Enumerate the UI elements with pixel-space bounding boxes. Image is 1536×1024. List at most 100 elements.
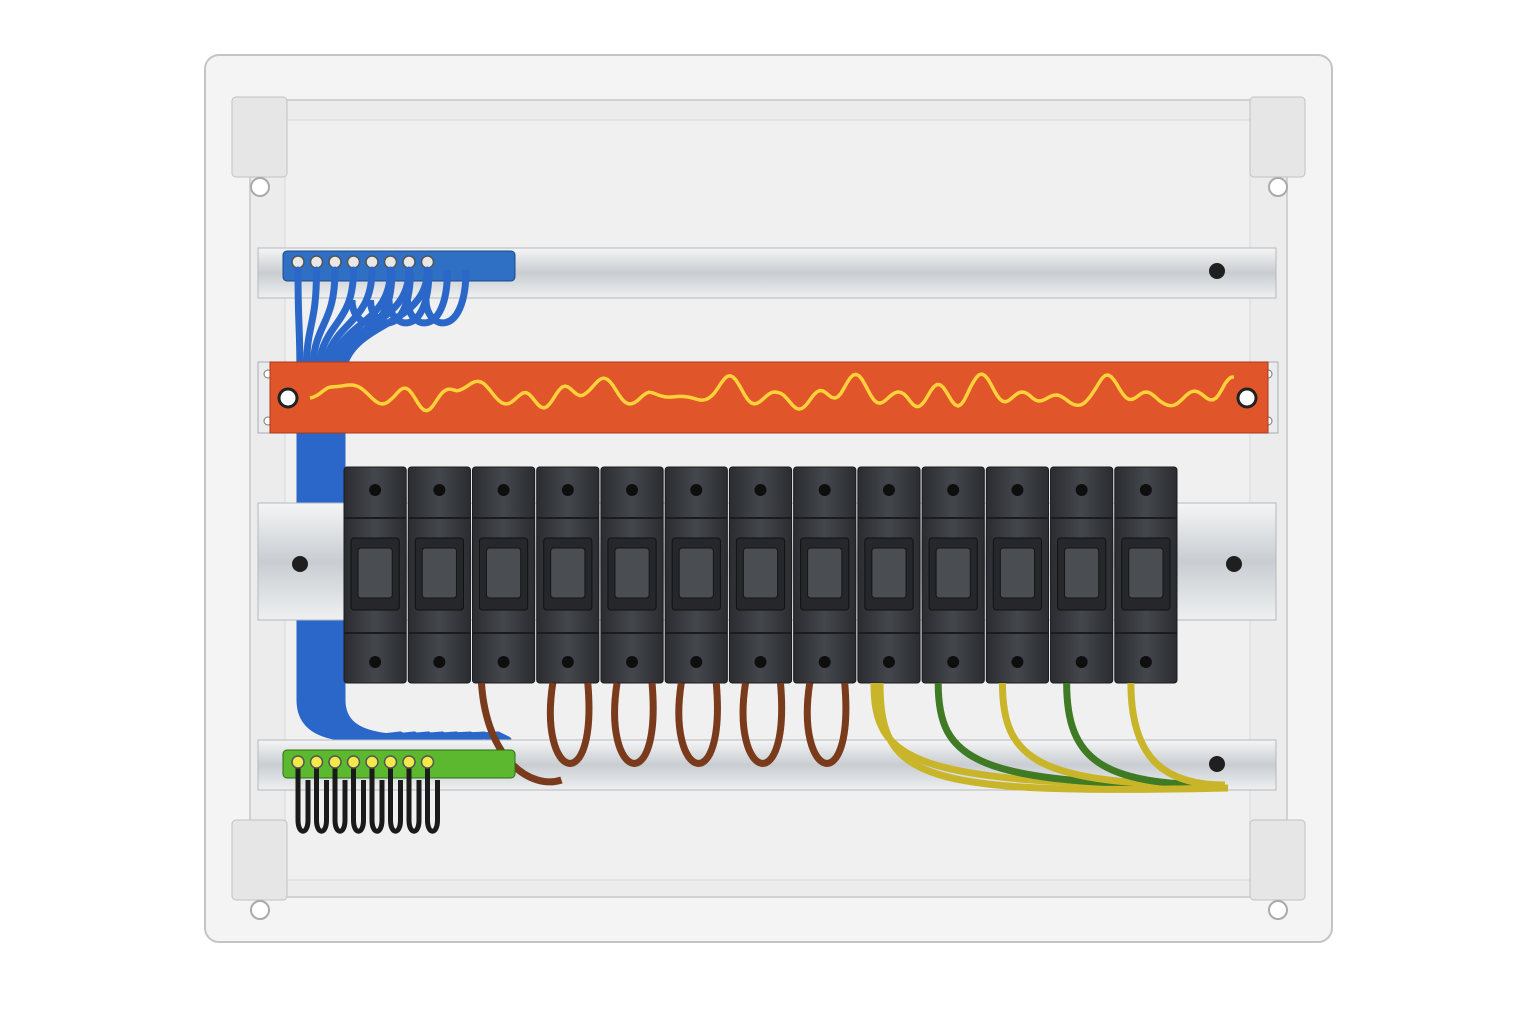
earth-terminal-screw: [309, 755, 324, 769]
breaker-toggle[interactable]: [999, 547, 1036, 599]
neutral-terminal-screw: [365, 255, 379, 269]
breakers: [343, 466, 1178, 684]
mounting-hole: [250, 900, 270, 920]
terminal-screw-top: [1139, 484, 1152, 496]
rail-screw: [1209, 263, 1225, 279]
circuit-breaker[interactable]: [985, 466, 1050, 684]
rail-screw: [1209, 756, 1225, 772]
neutral-wire-loop: [348, 269, 396, 327]
earth-terminal-screw: [383, 755, 398, 769]
breaker-toggle[interactable]: [614, 547, 650, 599]
din-rail-screw-right: [1226, 556, 1242, 572]
earth-wire: [1127, 682, 1226, 789]
breaker-toggle[interactable]: [1064, 547, 1100, 599]
circuit-breaker[interactable]: [664, 466, 728, 684]
phase-wire: [675, 682, 721, 767]
earth-bar-wire: [406, 765, 422, 834]
terminal-screw-bottom: [947, 656, 960, 668]
terminal-screw-top: [1011, 484, 1024, 496]
earth-bar-group: [282, 749, 516, 834]
outgoing-wiring: [477, 682, 1229, 793]
earth-terminal-screw: [328, 755, 342, 769]
breaker-toggle[interactable]: [935, 547, 971, 599]
circuit-breaker[interactable]: [793, 466, 857, 684]
breaker-toggle[interactable]: [357, 547, 393, 599]
breaker-toggle[interactable]: [421, 547, 457, 599]
corner-bracket: [231, 819, 288, 901]
phase-wire: [803, 682, 850, 767]
circuit-breaker[interactable]: [1114, 466, 1178, 684]
terminal-screw-top: [1075, 484, 1088, 496]
terminal-screw-top: [690, 484, 703, 496]
circuit-breaker[interactable]: [407, 466, 471, 684]
breaker-toggle[interactable]: [1128, 547, 1164, 599]
busbar-plate: [269, 361, 1269, 434]
neutral-wire-loop: [422, 269, 470, 327]
circuit-breaker[interactable]: [857, 466, 921, 684]
breaker-toggle[interactable]: [807, 547, 843, 599]
terminal-screw-bottom: [882, 656, 895, 668]
terminal-screw-bottom: [1075, 656, 1088, 668]
earth-bar-wire: [388, 765, 403, 834]
phase-wire: [611, 682, 657, 767]
earth-bar-wire: [332, 765, 348, 834]
corner-bracket: [1249, 819, 1306, 901]
terminal-screw-bottom: [626, 656, 639, 668]
circuit-breaker[interactable]: [1050, 466, 1114, 684]
mounting-hole: [1268, 900, 1288, 920]
neutral-wire-loop: [404, 269, 451, 327]
corner-bracket: [1249, 96, 1306, 178]
neutral-wire-loop: [367, 269, 414, 327]
earth-bar-wire: [351, 765, 366, 834]
terminal-screw-top: [497, 484, 510, 496]
earth-bar-wire: [369, 765, 385, 834]
busbar-bolt: [277, 387, 299, 409]
earth-bar: [282, 749, 516, 779]
terminal-screw-bottom: [433, 656, 446, 668]
terminal-screw-top: [369, 484, 382, 496]
wiring: [294, 266, 512, 744]
breaker-toggle[interactable]: [871, 547, 907, 599]
breaker-toggle[interactable]: [742, 547, 779, 599]
earth-wire: [1063, 682, 1222, 789]
neutral-terminal-screw: [328, 255, 342, 269]
earth-bar-wire: [314, 765, 329, 834]
terminal-screw-top: [626, 484, 639, 496]
terminal-screw-top: [947, 484, 960, 496]
terminal-screw-bottom: [754, 656, 767, 668]
mounting-hole: [1268, 177, 1288, 197]
earth-terminal-screw: [346, 755, 361, 769]
mounting-hole: [250, 177, 270, 197]
circuit-breaker[interactable]: [536, 466, 600, 684]
circuit-breaker[interactable]: [343, 466, 407, 684]
neutral-terminal-screw: [383, 255, 398, 269]
din-rail-screw-left: [292, 556, 308, 572]
neutral-terminal-screw: [309, 255, 324, 269]
neutral-terminal-screw: [420, 255, 435, 269]
terminal-screw-bottom: [1011, 656, 1024, 668]
corner-bracket: [231, 96, 288, 178]
breaker-toggle[interactable]: [678, 547, 714, 599]
earth-wire: [876, 682, 1229, 793]
earth-terminal-screw: [365, 755, 379, 769]
terminal-screw-bottom: [561, 656, 574, 668]
terminal-screw-top: [754, 484, 767, 496]
breaker-toggle[interactable]: [550, 547, 586, 599]
neutral-terminal-screw: [346, 255, 361, 269]
circuit-breaker[interactable]: [471, 466, 536, 684]
circuit-breaker[interactable]: [728, 466, 793, 684]
phase-wire: [546, 682, 593, 767]
circuit-breaker[interactable]: [921, 466, 985, 684]
terminal-screw-top: [882, 484, 895, 496]
terminal-screw-bottom: [497, 656, 510, 668]
breaker-toggle[interactable]: [485, 547, 522, 599]
circuit-breaker[interactable]: [600, 466, 664, 684]
earth-terminal-screw: [291, 755, 305, 769]
terminal-screw-bottom: [1139, 656, 1152, 668]
terminal-screw-top: [818, 484, 831, 496]
earth-terminal-screw: [420, 755, 435, 769]
busbar: [269, 361, 1269, 434]
terminal-screw-bottom: [690, 656, 703, 668]
busbar-wave: [309, 372, 1235, 413]
terminal-screw-top: [433, 484, 446, 496]
